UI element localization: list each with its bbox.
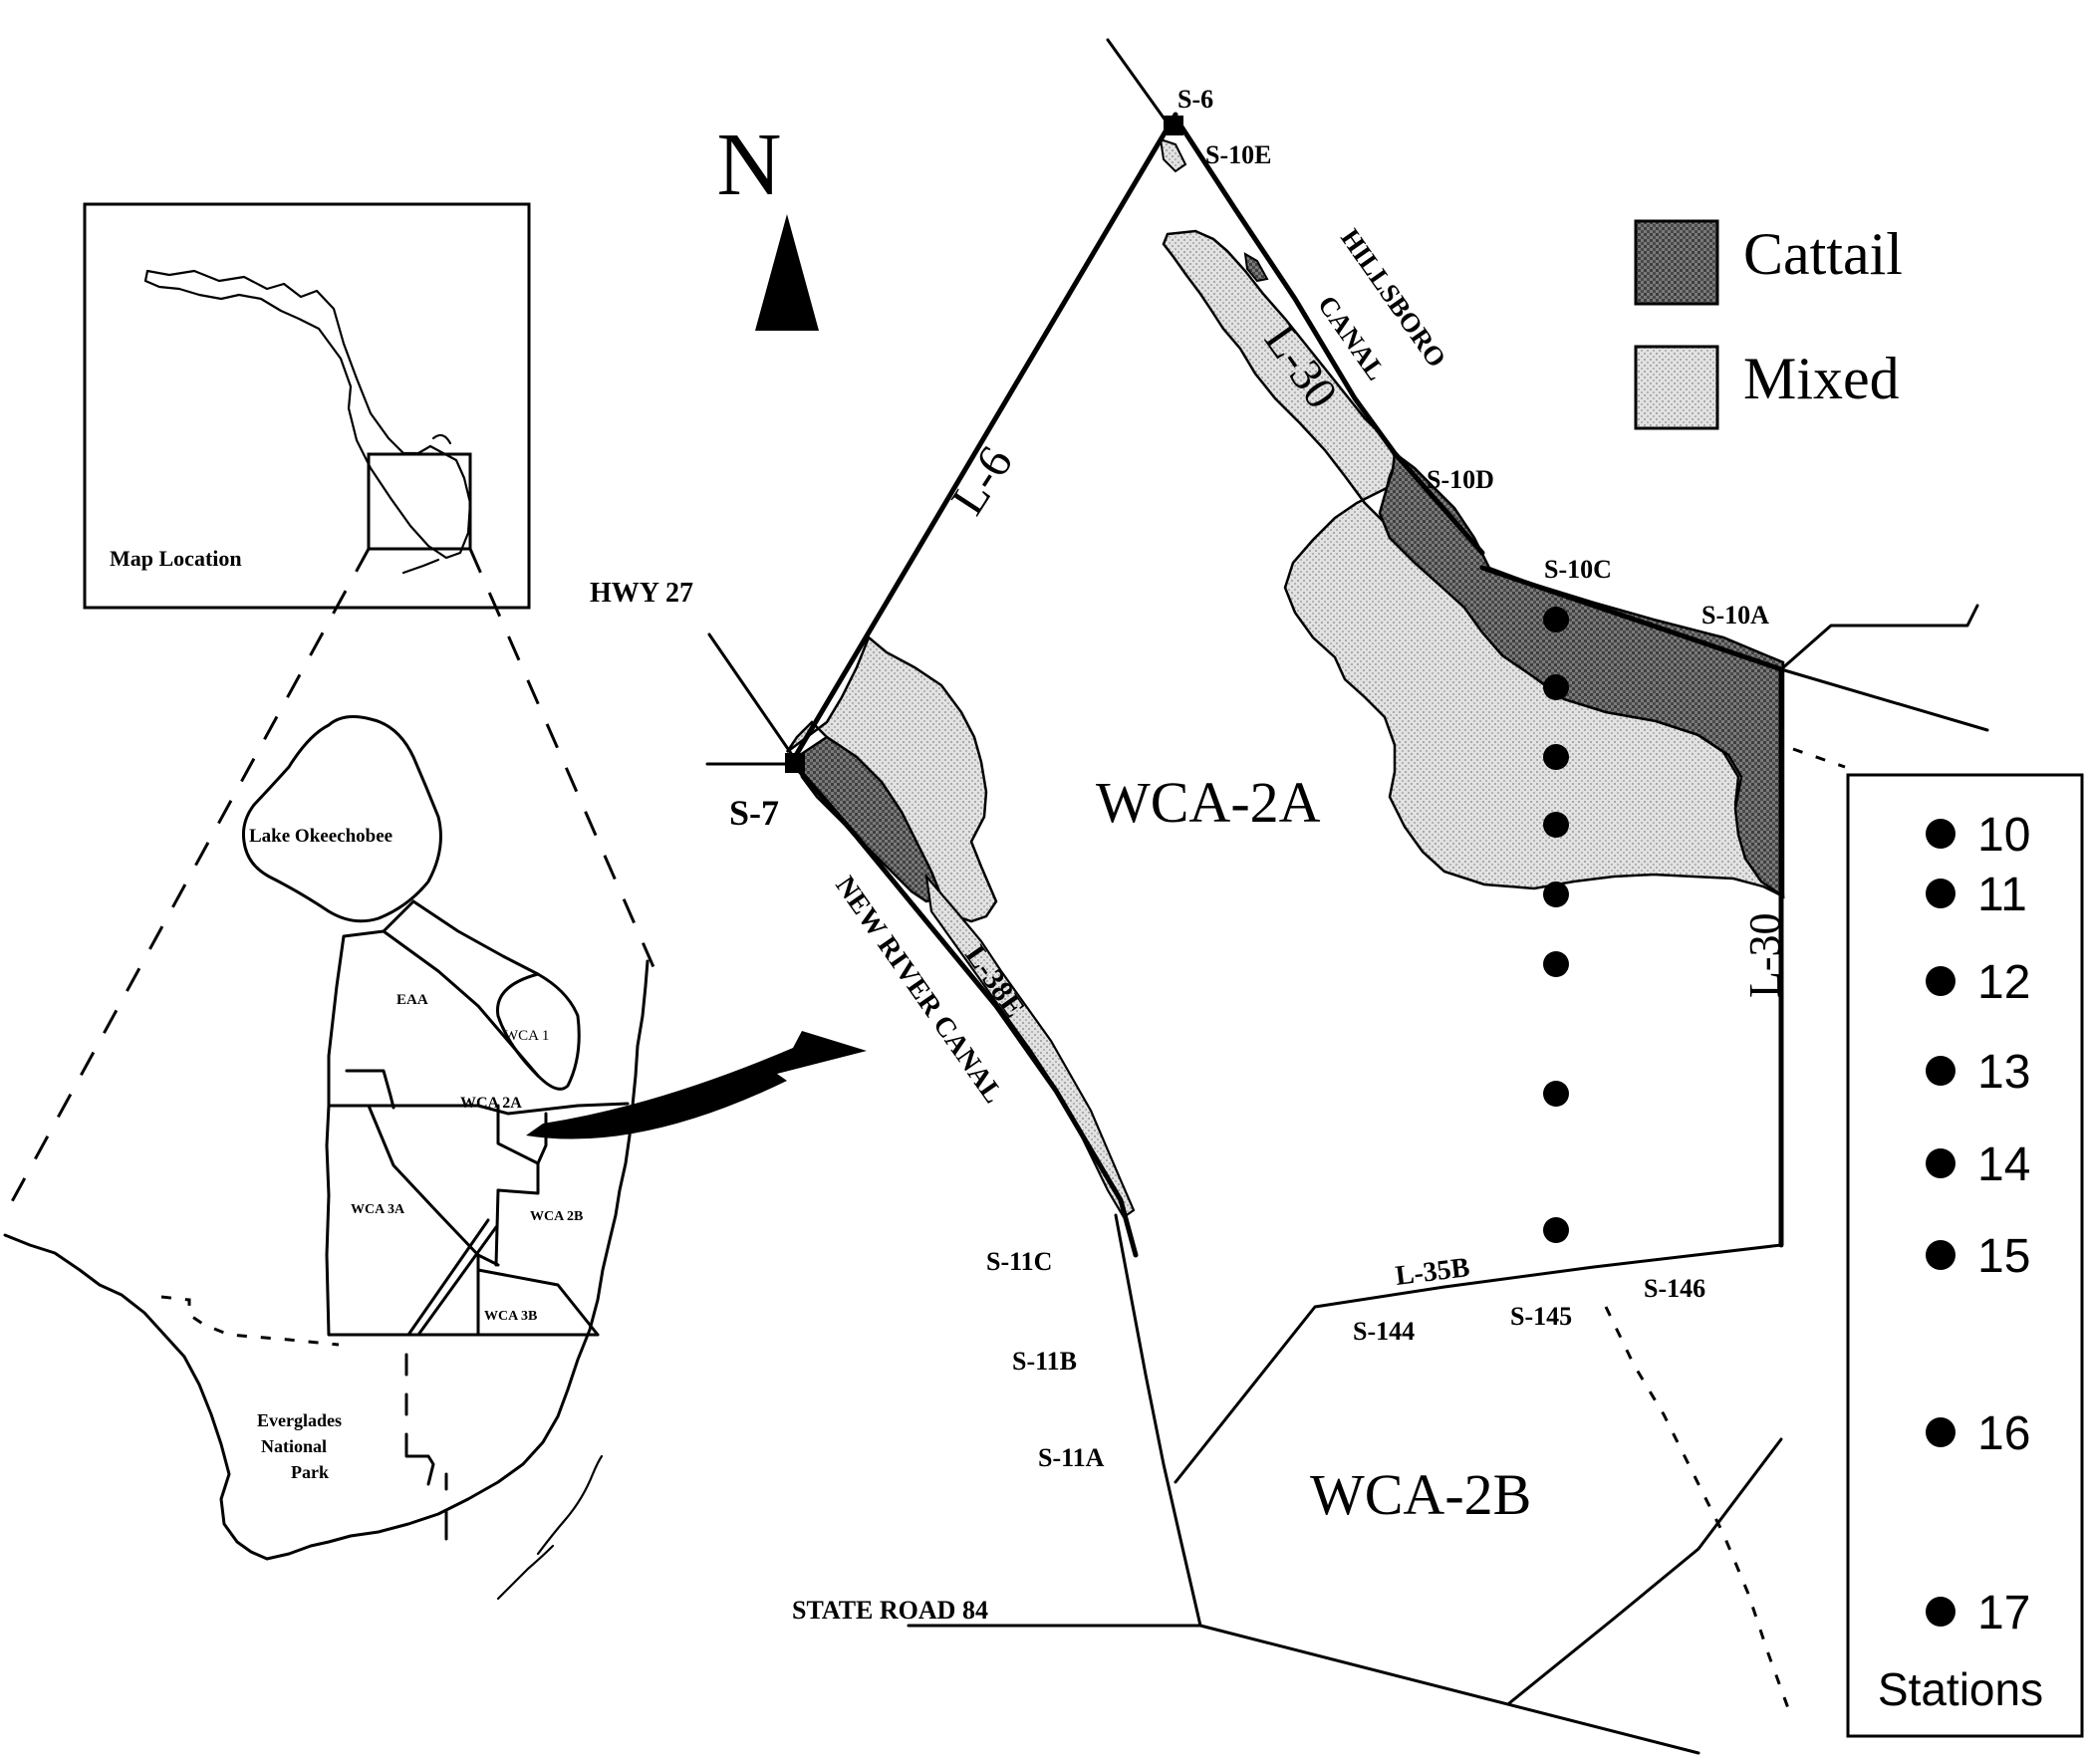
sr84-label: STATE ROAD 84 (792, 1596, 988, 1625)
station-marker-12 (1543, 744, 1569, 770)
station-list-label-10: 10 (1977, 809, 2030, 862)
station-marker-15 (1543, 951, 1569, 977)
s11c-label: S-11C (986, 1247, 1052, 1276)
inset-map-location-label: Map Location (110, 546, 242, 571)
s10a-label: S-10A (1701, 601, 1769, 630)
station-marker-10 (1543, 607, 1569, 632)
wca3a-inset-label: WCA 3A (351, 1202, 405, 1217)
l30-right-label: L-30 (1740, 912, 1789, 998)
station-marker-11 (1543, 674, 1569, 700)
station-list-dot-10 (1926, 819, 1956, 849)
eaa-label: EAA (396, 992, 428, 1008)
lake-okeechobee-outline (242, 715, 442, 923)
l6-label: L-6 (941, 437, 1023, 524)
station-list-dot-11 (1926, 879, 1956, 908)
north-arrow-icon (755, 214, 819, 331)
s10e-label: S-10E (1205, 140, 1271, 169)
station-list-label-14: 14 (1977, 1138, 2030, 1191)
wca2b-label: WCA-2B (1310, 1462, 1531, 1527)
north-label: N (717, 116, 782, 214)
s6-label: S-6 (1177, 85, 1213, 114)
s7-label: S-7 (729, 793, 779, 833)
wca3b-inset-label: WCA 3B (484, 1309, 537, 1324)
peninsula-outline (3, 959, 650, 1561)
s145-label: S-145 (1510, 1302, 1572, 1331)
legend-swatch-mixed (1634, 345, 1719, 430)
stations-legend: 10 11 12 13 14 15 16 17 Stations (1846, 773, 2084, 1738)
station-list-label-11: 11 (1977, 869, 2027, 921)
curved-arrow-icon (526, 1031, 867, 1139)
station-list-label-16: 16 (1977, 1407, 2030, 1460)
north-arrow: N (717, 116, 819, 331)
legend-label-cattail: Cattail (1743, 221, 1903, 287)
l38e-label: L-38E (958, 939, 1031, 1023)
wca2a-label: WCA-2A (1096, 770, 1321, 835)
legend: Cattail Mixed (1634, 219, 1903, 430)
station-list-dot-13 (1926, 1056, 1956, 1086)
south-florida-detail: Lake Okeechobee EAA WCA 1 WCA 2A WCA 3A … (3, 715, 650, 1601)
station-list-dot-14 (1926, 1148, 1956, 1178)
main-map: S-6 S-10E S-10D S-10C S-10A S-7 S-11C S-… (590, 38, 1989, 1755)
stations-box (1846, 773, 2084, 1738)
wca1-label: WCA 1 (504, 1028, 549, 1044)
legend-swatch-cattail (1634, 219, 1719, 306)
stations-title: Stations (1878, 1663, 2043, 1715)
s10c-label: S-10C (1544, 555, 1612, 584)
s144-label: S-144 (1353, 1317, 1415, 1346)
station-list-dot-17 (1926, 1597, 1956, 1627)
station-list-label-12: 12 (1977, 956, 2030, 1009)
station-list-dot-15 (1926, 1240, 1956, 1270)
s11b-label: S-11B (1012, 1347, 1077, 1376)
inset-location-box (367, 452, 472, 551)
station-list-dot-12 (1926, 966, 1956, 996)
station-list-label-15: 15 (1977, 1230, 2030, 1283)
station-marker-16 (1543, 1081, 1569, 1107)
station-list-dot-16 (1926, 1417, 1956, 1447)
station-marker-13 (1543, 812, 1569, 838)
s146-label: S-146 (1644, 1274, 1705, 1303)
inset-florida-box: Map Location (83, 202, 531, 610)
s10d-label: S-10D (1427, 465, 1494, 494)
legend-label-mixed: Mixed (1743, 346, 1900, 411)
transect-stations (1543, 607, 1569, 1243)
park-label-line1: Everglades (257, 1410, 342, 1430)
station-list-label-17: 17 (1977, 1587, 2030, 1639)
s11a-label: S-11A (1038, 1443, 1105, 1472)
hwy27-label: HWY 27 (590, 578, 693, 609)
s6-structure-icon (1164, 116, 1183, 135)
wca2b-inset-label: WCA 2B (530, 1209, 583, 1224)
station-list-label-13: 13 (1977, 1046, 2030, 1099)
lake-okeechobee-label: Lake Okeechobee (249, 826, 392, 847)
s7-structure-icon (785, 753, 805, 773)
wca2a-inset-label: WCA 2A (460, 1095, 522, 1112)
station-marker-17 (1543, 1217, 1569, 1243)
station-marker-14 (1543, 882, 1569, 907)
park-label-line3: Park (291, 1462, 329, 1482)
florida-outline (143, 269, 472, 560)
park-label-line2: National (261, 1436, 327, 1456)
